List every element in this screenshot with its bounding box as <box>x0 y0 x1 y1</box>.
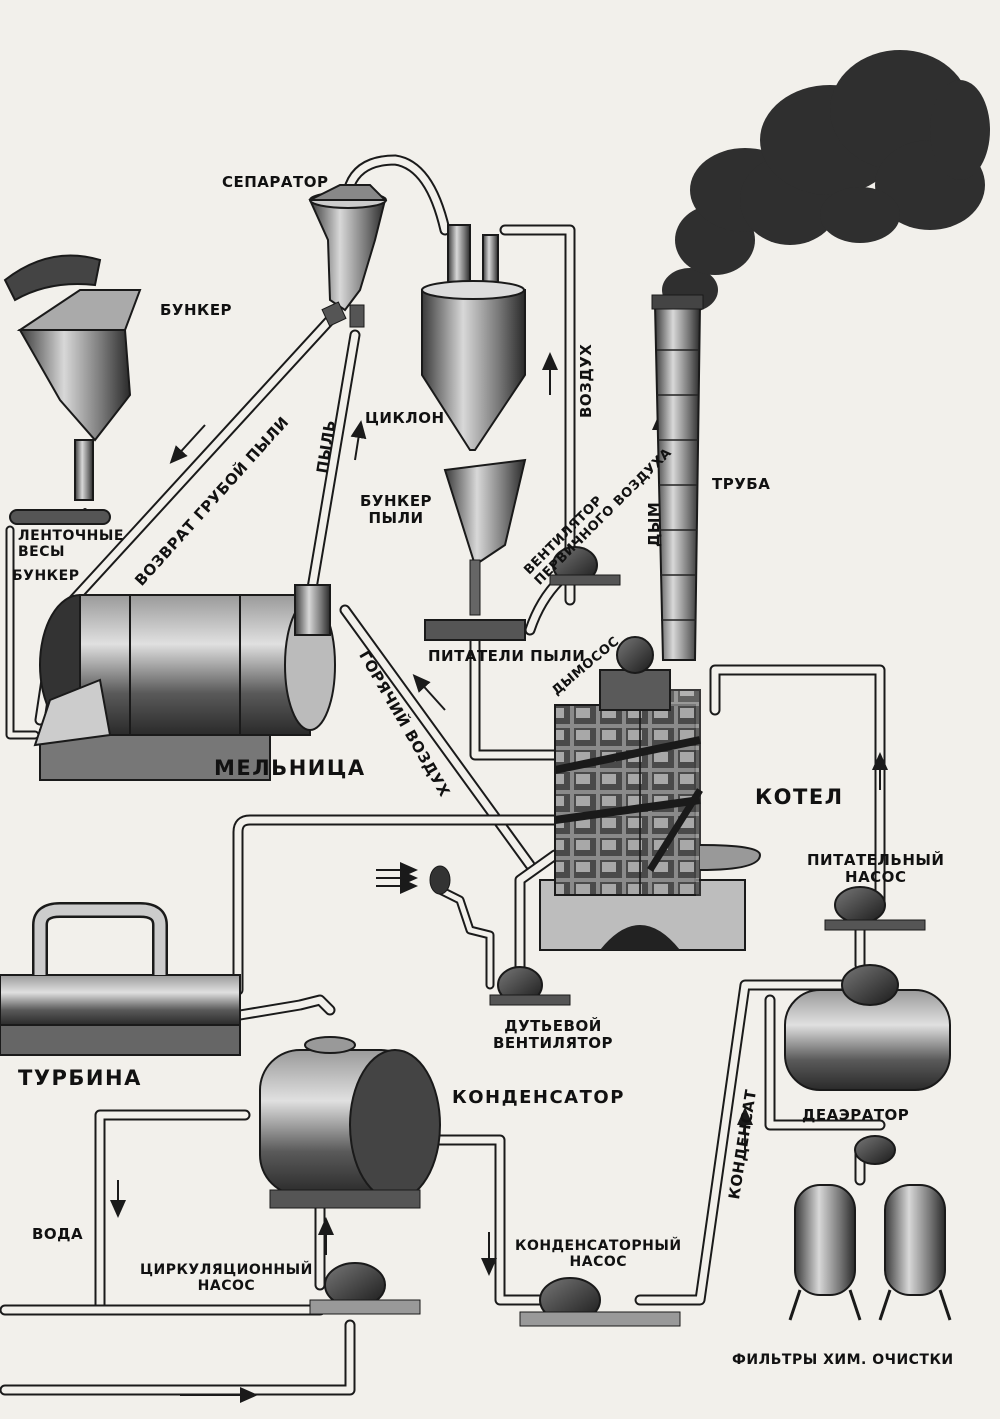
label-bunker-small: БУНКЕР <box>12 568 80 584</box>
label-chimney: ТРУБА <box>712 475 771 493</box>
pumps-and-fans <box>309 546 926 1327</box>
deaerator-pump-body <box>854 1135 896 1165</box>
label-mill: МЕЛЬНИЦА <box>214 756 366 780</box>
label-cyclone: ЦИКЛОН <box>365 409 445 427</box>
blower-fan-body <box>429 865 571 1006</box>
label-separator: СЕПАРАТОР <box>222 173 329 191</box>
label-feed-pump: ПИТАТЕЛЬНЫЙ НАСОС <box>807 851 945 887</box>
top-bunker <box>3 254 142 525</box>
separator <box>308 184 388 328</box>
flow-arrows <box>110 352 888 1403</box>
label-boiler: КОТЕЛ <box>755 785 844 809</box>
label-turbine: ТУРБИНА <box>18 1066 142 1090</box>
pipes <box>0 154 886 1396</box>
condenser <box>259 1036 441 1209</box>
label-dust-feeders: ПИТАТЕЛИ ПЫЛИ <box>428 647 586 665</box>
label-chem-filters: ФИЛЬТРЫ ХИМ. ОЧИСТКИ <box>732 1352 954 1368</box>
label-dust-bunker: БУНКЕР ПЫЛИ <box>360 492 433 528</box>
cyclone <box>421 224 526 451</box>
label-air: ВОЗДУХ <box>577 343 595 418</box>
turbine <box>0 902 241 1056</box>
boiler <box>539 636 762 951</box>
dust-bunker <box>424 458 527 641</box>
chem-filters <box>788 1184 952 1321</box>
label-smoke: ДЫМ <box>645 501 663 547</box>
label-deaerator: ДЕАЭРАТОР <box>802 1106 910 1124</box>
label-circulation-pump: ЦИРКУЛЯЦИОННЫЙ НАСОС <box>140 1262 313 1295</box>
label-belt-scales: ЛЕНТОЧНЫЕ ВЕСЫ <box>18 528 124 561</box>
pipe-condensate-out <box>429 1134 551 1306</box>
deaerator-tank <box>784 964 951 1091</box>
mill <box>33 584 336 781</box>
primary-air-fan-body <box>549 546 621 586</box>
label-bunker-top: БУНКЕР <box>160 301 233 319</box>
label-condensate-pump: КОНДЕНСАТОРНЫЙ НАСОС <box>515 1238 682 1271</box>
condensate-pump-body <box>519 1277 681 1327</box>
label-water: ВОДА <box>32 1225 84 1243</box>
feed-pump-body <box>824 886 926 931</box>
circulation-pump-body <box>309 1262 421 1315</box>
chimney <box>651 294 704 661</box>
label-condenser: КОНДЕНСАТОР <box>452 1087 625 1108</box>
label-blower-fan: ДУТЬЕВОЙ ВЕНТИЛЯТОР <box>493 1017 614 1053</box>
pipe-steam <box>209 814 561 1001</box>
smoke-plume <box>662 50 990 312</box>
